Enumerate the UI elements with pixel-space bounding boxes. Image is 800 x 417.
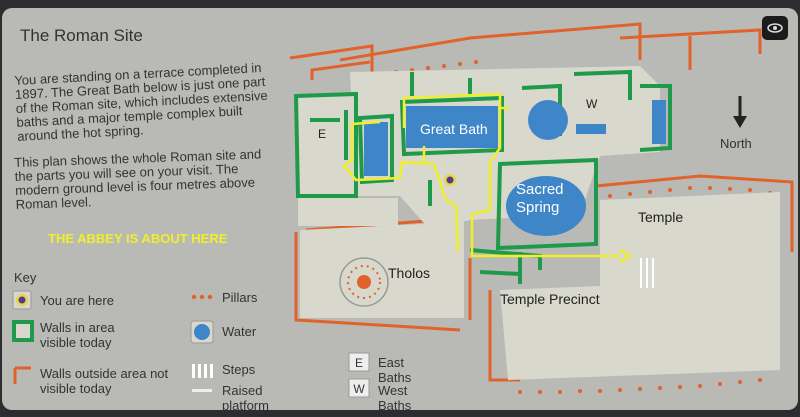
water-areas <box>364 100 666 236</box>
sacred-spring-water <box>506 176 586 236</box>
west-pool <box>652 100 666 144</box>
raised-platform-icon <box>192 389 212 392</box>
you-are-here-marker <box>444 174 456 186</box>
legend-column: The Roman Site You are standing on a ter… <box>0 0 411 417</box>
walls-not-visible-icon <box>13 366 31 384</box>
you-are-here-icon <box>12 290 32 310</box>
abbey-annotation: THE ABBEY IS ABOUT HERE <box>48 231 228 246</box>
tholos-label: Tholos <box>388 265 430 281</box>
key-raised-platform: Raised platform <box>222 383 269 413</box>
water-icon <box>190 320 214 344</box>
visible-walls <box>293 69 672 284</box>
key-walls-visible: Walls in area visible today <box>40 320 115 350</box>
tholos-structure <box>339 257 389 307</box>
key-steps: Steps <box>222 362 256 377</box>
east-baths-icon: E <box>348 352 370 372</box>
great-bath-label: Great Bath <box>420 121 488 137</box>
round-pool <box>528 100 568 140</box>
key-east-baths: East Baths <box>378 355 412 385</box>
west-baths-marker: W <box>586 97 598 111</box>
sacred-spring-label-2: Spring <box>516 199 559 216</box>
temple-steps <box>640 258 654 288</box>
north-arrow-icon <box>733 96 747 128</box>
visitor-route <box>342 92 632 264</box>
temple-precinct-label: Temple Precinct <box>500 291 600 307</box>
north-label: North <box>720 136 752 151</box>
key-water: Water <box>222 324 257 339</box>
east-baths-marker: E <box>318 127 326 141</box>
east-baths-letter: E <box>355 356 363 370</box>
key-you-are-here: You are here <box>40 293 114 308</box>
circular-bath-water <box>364 122 388 176</box>
west-baths-icon: W <box>348 378 370 398</box>
key-walls-not-visible: Walls outside area not visible today <box>40 366 169 396</box>
steps-icon <box>192 364 213 378</box>
page-title: The Roman Site <box>20 26 143 45</box>
key-pillars: Pillars <box>222 290 258 305</box>
small-pool <box>576 124 606 134</box>
west-baths-letter: W <box>353 382 365 396</box>
key-title: Key <box>14 270 37 285</box>
sacred-spring-label-1: Sacred <box>516 181 564 198</box>
temple-label: Temple <box>638 209 683 225</box>
key-west-baths: West Baths <box>378 383 412 413</box>
walls-visible-icon <box>12 320 34 342</box>
great-bath-water <box>406 106 498 148</box>
eye-corner-icon <box>762 16 788 40</box>
pillars-icon <box>191 294 213 300</box>
